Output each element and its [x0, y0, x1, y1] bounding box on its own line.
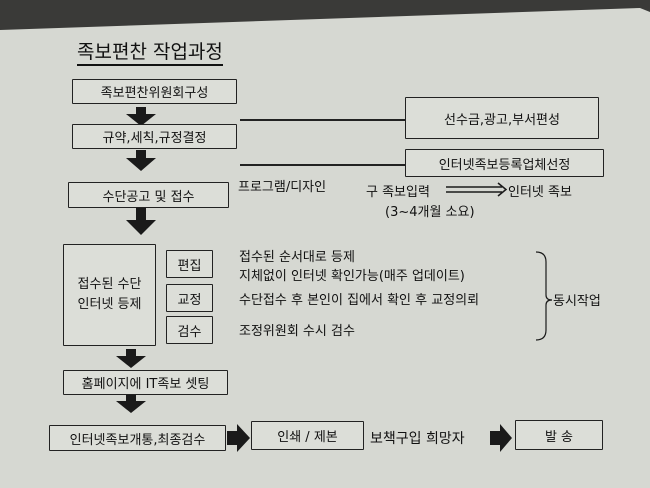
step-notice: 수단공고 및 접수 [68, 182, 229, 208]
internet-jokbo-text: 인터넷 족보 [508, 185, 572, 200]
connector-line [240, 119, 408, 121]
task-review-label: 검수 [166, 316, 213, 344]
task-proof-desc: 수단접수 후 본인이 집에서 확인 후 교정의뢰 [239, 293, 480, 308]
step-homepage: 홈페이지에 IT족보 셋팅 [63, 370, 228, 395]
program-design-text: 프로그램/디자인 [238, 180, 327, 195]
duration-text: (3~4개월 소요) [385, 205, 475, 220]
task-edit-label: 편집 [166, 250, 213, 278]
buyer-text: 보책구입 희망자 [370, 431, 465, 447]
step-print: 인쇄 / 제본 [251, 421, 364, 450]
page-title: 족보편찬 작업과정 [77, 40, 223, 66]
step-open: 인터넷족보개통,최종검수 [49, 425, 226, 451]
connector-line [240, 164, 408, 166]
task-edit-desc: 접수된 순서대로 등제 지체없이 인터넷 확인가능(매주 업데이트) [239, 250, 465, 284]
step-ship: 발 송 [515, 420, 603, 450]
side-deposit: 선수금,광고,부서편성 [405, 97, 599, 139]
step-rules: 규약,세칙,규정결정 [72, 124, 237, 149]
step-received: 접수된 수단 인터넷 등제 [63, 244, 156, 346]
task-review-desc: 조정위원회 수시 검수 [239, 324, 355, 339]
step-committee: 족보편찬위원회구성 [72, 79, 237, 104]
simultaneous-text: 동시작업 [553, 294, 601, 309]
side-vendor: 인터넷족보등록업체선정 [405, 149, 604, 177]
old-jokbo-input-text: 구 족보입력 [366, 185, 430, 200]
task-proof-label: 교정 [166, 284, 213, 312]
